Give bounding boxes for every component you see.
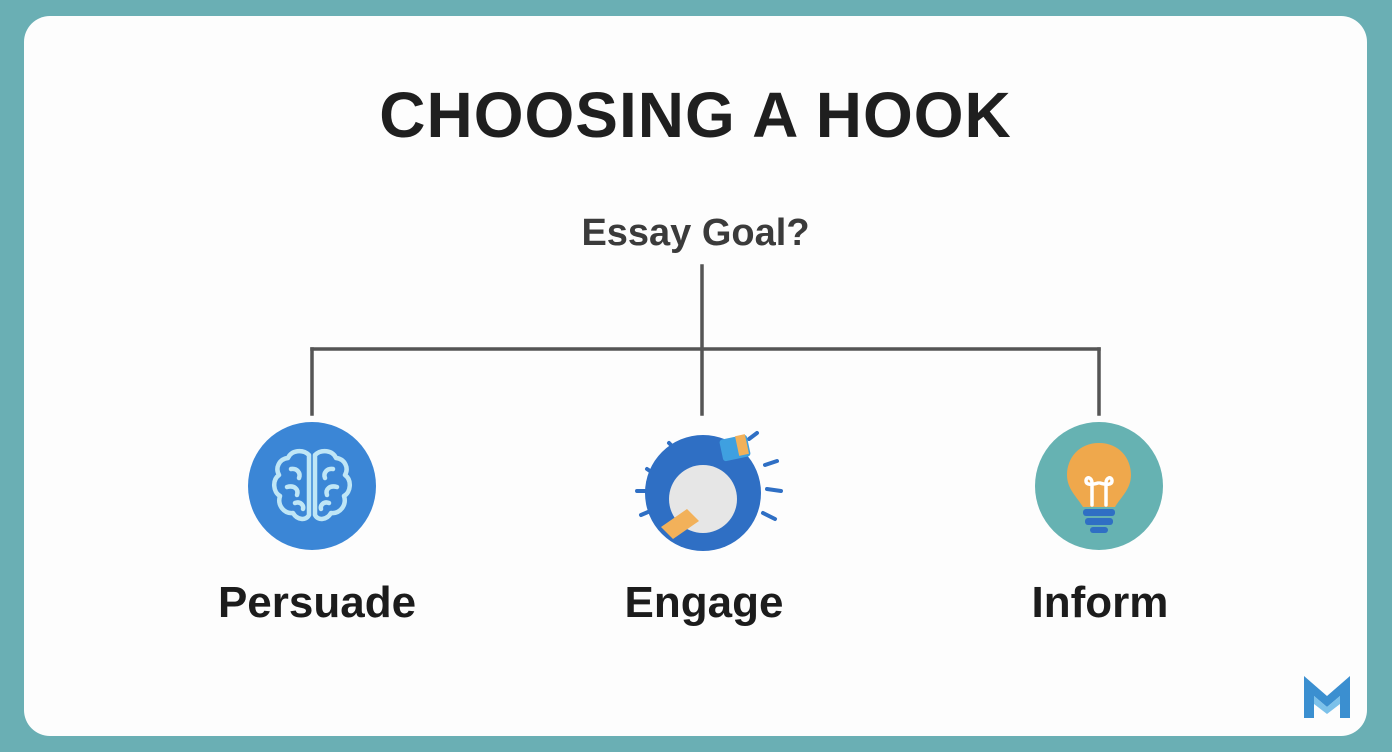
whistle-icon	[635, 431, 783, 551]
option-label-persuade: Persuade	[217, 578, 417, 627]
option-label-engage: Engage	[624, 578, 784, 627]
option-label-inform: Inform	[1031, 578, 1169, 627]
diagram-card: CHOOSING A HOOK Essay Goal? Persuade	[24, 16, 1367, 736]
brain-icon	[248, 422, 376, 550]
diagram-title: CHOOSING A HOOK	[379, 79, 1012, 151]
root-question: Essay Goal?	[581, 212, 810, 254]
lightbulb-icon	[1035, 422, 1163, 550]
connector-lines	[310, 264, 1101, 416]
brand-logo	[1304, 676, 1350, 718]
